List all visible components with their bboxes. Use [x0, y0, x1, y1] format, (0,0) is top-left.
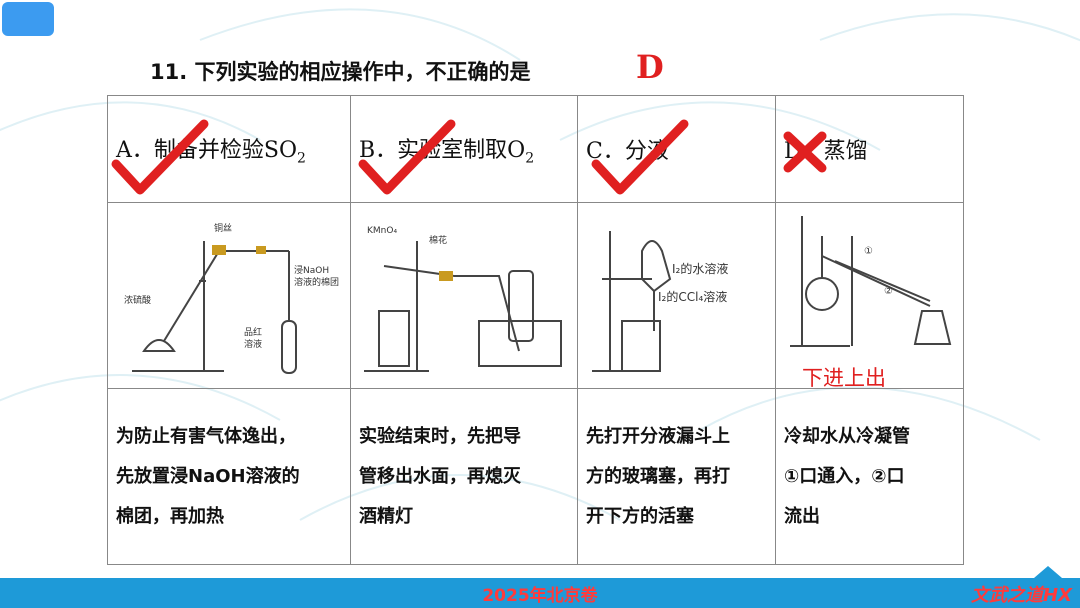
- options-table: A．制备并检验SO2 B．实验室制取O2 C．分液 D．蒸馏: [107, 95, 964, 565]
- separatory-funnel-figure: I₂的水溶液 I₂的CCl₄溶液: [591, 230, 728, 372]
- water-flow-note: 下进上出: [802, 366, 886, 390]
- option-b-figure: KMnO₄ 棉花: [350, 202, 578, 389]
- footer-arrow-icon: [1034, 566, 1062, 578]
- option-c-header: C．分液: [577, 95, 776, 203]
- desc-line: 方的玻璃塞，再打: [586, 465, 730, 487]
- option-a-header: A．制备并检验SO2: [107, 95, 351, 203]
- label-naoh-1: 浸NaOH: [294, 265, 329, 276]
- desc-line: 冷却水从冷凝管: [784, 425, 910, 447]
- label-port-1: ①: [864, 246, 873, 257]
- desc-line: 流出: [784, 505, 820, 527]
- question-text: 11. 下列实验的相应操作中，不正确的是: [150, 60, 531, 84]
- label-pinhong-1: 品红: [244, 326, 262, 338]
- option-d-title: D．蒸馏: [784, 139, 868, 164]
- so2-apparatus-figure: 铜丝 浓硫酸 浸NaOH 溶液的棉团 品红 溶液: [124, 222, 339, 374]
- option-b-subscript: 2: [525, 150, 535, 167]
- label-conc-sulfuric: 浓硫酸: [124, 294, 151, 306]
- answer-letter: D: [636, 48, 664, 86]
- desc-line: ①口通入，②口: [784, 465, 905, 487]
- label-kmno4: KMnO₄: [367, 226, 397, 236]
- option-d-description: 冷却水从冷凝管 ①口通入，②口 流出: [775, 388, 964, 565]
- option-a-title: A．制备并检验SO: [116, 137, 297, 163]
- footer-bar: 2025年北京卷 文武之道HX: [0, 578, 1080, 608]
- desc-line: 管移出水面，再熄灭: [359, 465, 521, 487]
- o2-apparatus-figure: KMnO₄ 棉花: [364, 226, 562, 372]
- option-a-description: 为防止有害气体逸出， 先放置浸NaOH溶液的 棉团，再加热: [107, 388, 351, 565]
- footer-exam-label: 2025年北京卷: [482, 586, 598, 606]
- option-a-subscript: 2: [297, 150, 306, 167]
- option-b-description: 实验结束时，先把导 管移出水面，再熄灭 酒精灯: [350, 388, 578, 565]
- label-naoh-2: 溶液的棉团: [294, 276, 339, 288]
- option-c-description: 先打开分液漏斗上 方的玻璃塞，再打 开下方的活塞: [577, 388, 776, 565]
- option-c-title: C．分液: [586, 139, 669, 164]
- option-a-figure: 铜丝 浓硫酸 浸NaOH 溶液的棉团 品红 溶液: [107, 202, 351, 389]
- label-i2-ccl4: I₂的CCl₄溶液: [658, 289, 727, 304]
- label-pinhong-2: 溶液: [244, 338, 262, 350]
- option-d-header: D．蒸馏: [775, 95, 964, 203]
- option-c-figure: I₂的水溶液 I₂的CCl₄溶液: [577, 202, 776, 389]
- label-i2-water: I₂的水溶液: [672, 261, 728, 276]
- desc-line: 实验结束时，先把导: [359, 425, 521, 447]
- footer-brand: 文武之道HX: [971, 585, 1072, 606]
- option-b-header: B．实验室制取O2: [350, 95, 578, 203]
- label-port-2: ②: [884, 286, 893, 297]
- distillation-figure: ① ②: [789, 215, 951, 347]
- desc-line: 开下方的活塞: [586, 505, 694, 527]
- corner-badge: [2, 2, 54, 36]
- label-copper-wire: 铜丝: [214, 222, 232, 234]
- desc-line: 先打开分液漏斗上: [586, 425, 730, 447]
- desc-line: 酒精灯: [359, 505, 413, 527]
- option-b-title: B．实验室制取O: [359, 137, 526, 163]
- desc-line: 为防止有害气体逸出，: [116, 425, 296, 447]
- desc-line: 棉团，再加热: [116, 505, 224, 527]
- label-cotton: 棉花: [429, 234, 447, 246]
- option-d-figure: ① ②: [775, 202, 964, 389]
- desc-line: 先放置浸NaOH溶液的: [116, 465, 300, 487]
